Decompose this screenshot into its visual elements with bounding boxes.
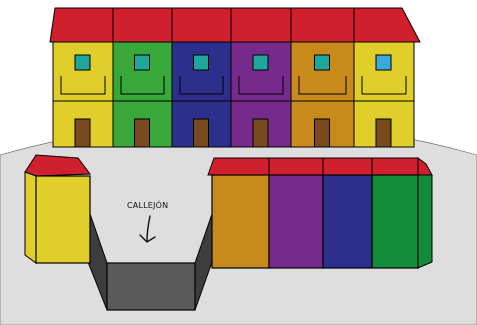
door [253,119,268,147]
bottom-house [269,158,323,268]
top-house [231,8,291,147]
bottom-house [323,158,372,268]
left-block-side [25,172,36,263]
house-side-wall [418,175,432,268]
window [253,55,268,70]
alley-label: CALLEJÓN [127,199,168,210]
house-facade [212,175,269,268]
roof [269,158,323,175]
bottom-row-end [418,158,432,268]
roof [113,8,172,42]
top-house [50,8,113,147]
door [75,119,90,147]
house-facade [372,175,418,268]
top-house [113,8,172,147]
roof [291,8,354,42]
top-house [172,8,231,147]
top-house [354,8,420,147]
window [135,55,150,70]
house-facade [323,175,372,268]
door [194,119,209,147]
house-facade [269,175,323,268]
alley-floor [107,263,195,310]
window [75,55,90,70]
roof [354,8,420,42]
roof [323,158,372,175]
window [315,55,330,70]
roof [208,158,269,175]
window [376,55,391,70]
bottom-house [372,158,418,268]
bottom-row-houses [208,158,432,268]
left-block-front [36,176,90,263]
door [135,119,150,147]
top-house [291,8,354,147]
bottom-house [208,158,269,268]
roof [172,8,231,42]
roof [231,8,291,42]
door [376,119,391,147]
window [194,55,209,70]
roof [50,8,113,42]
roof [372,158,418,175]
left-block-house [25,155,90,263]
top-row-houses [50,8,420,147]
door [315,119,330,147]
